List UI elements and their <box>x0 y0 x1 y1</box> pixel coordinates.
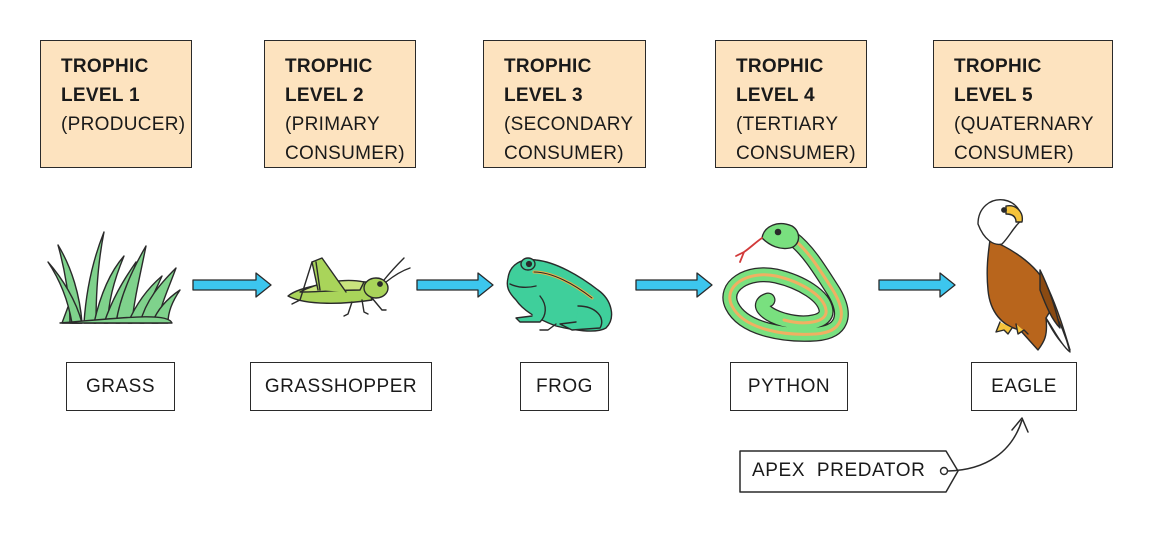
level-4-line-3: (TERTIARY <box>736 114 839 135</box>
arrow-4-icon <box>878 272 956 298</box>
python-label: PYTHON <box>747 375 831 397</box>
level-1-line-1: TROPHIC <box>61 56 149 77</box>
grass-label-box: GRASS <box>66 362 175 411</box>
level-5-line-2: LEVEL 5 <box>954 85 1033 106</box>
eagle-label-box: EAGLE <box>971 362 1077 411</box>
frog-label-box: FROG <box>520 362 609 411</box>
python-icon <box>722 222 849 342</box>
grasshopper-label: GRASSHOPPER <box>264 375 418 397</box>
trophic-level-1-box: TROPHIC LEVEL 1 (PRODUCER) <box>40 40 192 168</box>
eagle-icon <box>977 199 1071 353</box>
trophic-level-3-box: TROPHIC LEVEL 3 (SECONDARY CONSUMER) <box>483 40 646 168</box>
level-2-line-2: LEVEL 2 <box>285 85 364 106</box>
arrow-2-icon <box>416 272 494 298</box>
level-1-line-3: (PRODUCER) <box>61 114 186 135</box>
level-4-line-2: LEVEL 4 <box>736 85 815 106</box>
level-3-line-4: CONSUMER) <box>504 143 624 164</box>
eagle-label: EAGLE <box>991 375 1057 397</box>
level-3-line-1: TROPHIC <box>504 56 592 77</box>
grass-label: GRASS <box>85 375 156 397</box>
level-2-line-4: CONSUMER) <box>285 143 405 164</box>
frog-icon <box>506 257 613 332</box>
level-5-line-1: TROPHIC <box>954 56 1042 77</box>
frog-label: FROG <box>536 375 593 397</box>
apex-predator-label: APEX PREDATOR <box>752 460 926 481</box>
trophic-level-2-box: TROPHIC LEVEL 2 (PRIMARY CONSUMER) <box>264 40 416 168</box>
level-3-line-3: (SECONDARY <box>504 114 634 135</box>
level-4-line-4: CONSUMER) <box>736 143 856 164</box>
grasshopper-label-box: GRASSHOPPER <box>250 362 432 411</box>
trophic-level-4-box: TROPHIC LEVEL 4 (TERTIARY CONSUMER) <box>715 40 867 168</box>
level-5-line-4: CONSUMER) <box>954 143 1074 164</box>
grasshopper-icon <box>287 257 411 317</box>
level-4-line-1: TROPHIC <box>736 56 824 77</box>
arrow-1-icon <box>192 272 272 298</box>
level-5-line-3: (QUATERNARY <box>954 114 1094 135</box>
level-3-line-2: LEVEL 3 <box>504 85 583 106</box>
level-1-line-2: LEVEL 1 <box>61 85 140 106</box>
trophic-level-5-box: TROPHIC LEVEL 5 (QUATERNARY CONSUMER) <box>933 40 1113 168</box>
grass-icon <box>47 231 181 324</box>
level-2-line-3: (PRIMARY <box>285 114 380 135</box>
arrow-3-icon <box>635 272 713 298</box>
python-label-box: PYTHON <box>730 362 848 411</box>
apex-predator-tag <box>739 417 1029 493</box>
level-2-line-1: TROPHIC <box>285 56 373 77</box>
